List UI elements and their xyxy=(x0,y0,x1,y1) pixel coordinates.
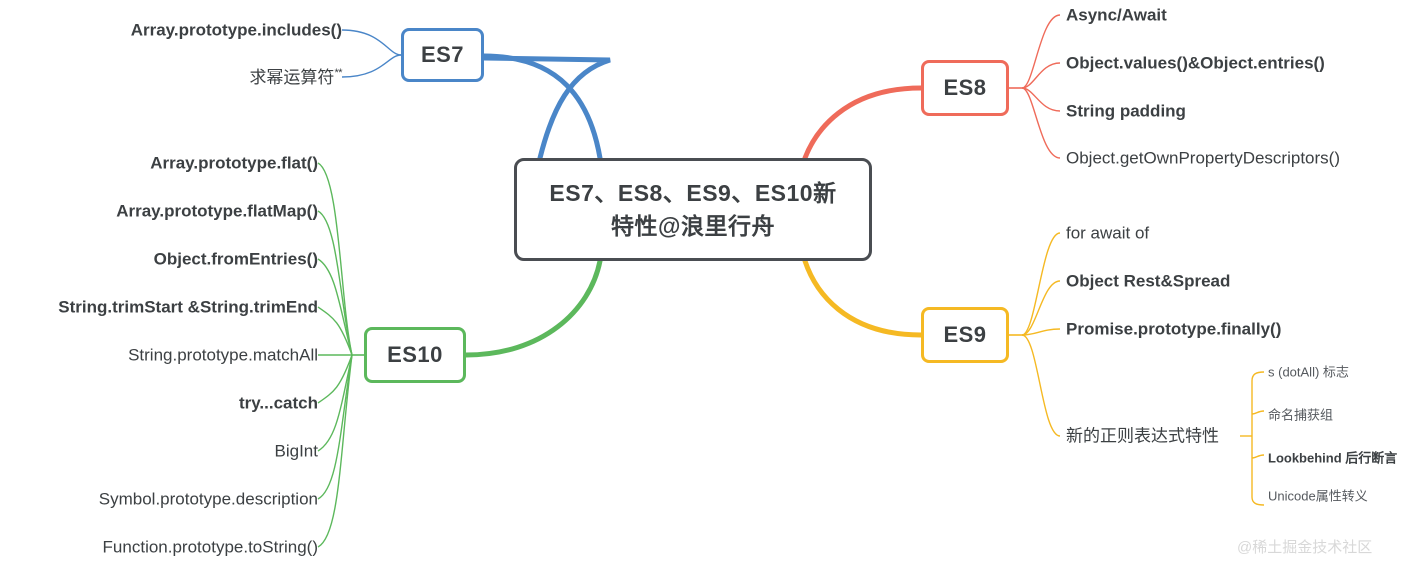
leaf-es8-3[interactable]: Object.getOwnPropertyDescriptors() xyxy=(1066,148,1340,168)
leaf-es9-3[interactable]: 新的正则表达式特性 xyxy=(1066,426,1219,446)
leaf-es9-0[interactable]: for await of xyxy=(1066,223,1150,243)
leaf-es10-6[interactable]: BigInt xyxy=(274,441,318,461)
leaf-es10-4[interactable]: String.prototype.matchAll xyxy=(128,345,318,365)
subleaf-es9-regex-0[interactable]: s (dotAll) 标志 xyxy=(1268,364,1349,380)
leaf-es10-7[interactable]: Symbol.prototype.description xyxy=(98,489,318,509)
leaf-es10-2[interactable]: Object.fromEntries() xyxy=(153,249,318,269)
branch-node-es10[interactable]: ES10 xyxy=(364,327,466,383)
leaf-es10-0[interactable]: Array.prototype.flat() xyxy=(150,153,318,173)
leaf-es8-0[interactable]: Async/Await xyxy=(1066,5,1167,25)
leaf-es7-1-text: 求幂运算符 xyxy=(249,67,335,87)
leaf-es10-5[interactable]: try...catch xyxy=(238,393,318,413)
branch-node-es8-label: ES8 xyxy=(943,75,987,100)
branch-node-es10-label: ES10 xyxy=(387,342,443,367)
subleaf-es9-regex-1[interactable]: 命名捕获组 xyxy=(1268,407,1334,423)
leaf-es9-1[interactable]: Object Rest&Spread xyxy=(1066,271,1231,291)
leaf-es7-1[interactable]: 求幂运算符** xyxy=(249,68,342,86)
branch-node-es9[interactable]: ES9 xyxy=(921,307,1009,363)
branch-node-es7[interactable]: ES7 xyxy=(401,28,484,82)
leaf-es8-1[interactable]: Object.values()&Object.entries() xyxy=(1066,53,1325,73)
leaf-es7-1-suffix: ** xyxy=(334,67,342,80)
watermark: @稀土掘金技术社区 xyxy=(1237,539,1373,556)
leaf-es10-3[interactable]: String.trimStart &String.trimEnd xyxy=(58,297,318,317)
central-node[interactable]: ES7、ES8、ES9、ES10新 特性@浪里行舟 xyxy=(514,158,872,261)
branch-node-es7-label: ES7 xyxy=(420,42,465,67)
leaf-es10-1[interactable]: Array.prototype.flatMap() xyxy=(116,201,318,221)
leaf-es7-0[interactable]: Array.prototype.includes() xyxy=(130,20,342,40)
central-node-line1: ES7、ES8、ES9、ES10新 xyxy=(549,179,837,206)
branch-node-es8[interactable]: ES8 xyxy=(921,60,1009,116)
subleaf-es9-regex-2[interactable]: Lookbehind 后行断言 xyxy=(1268,450,1398,466)
leaf-es8-2[interactable]: String padding xyxy=(1066,101,1186,121)
leaf-es9-2[interactable]: Promise.prototype.finally() xyxy=(1066,319,1282,339)
branch-node-es9-label: ES9 xyxy=(943,322,987,347)
subleaf-es9-regex-3[interactable]: Unicode属性转义 xyxy=(1268,488,1368,504)
leaf-es10-8[interactable]: Function.prototype.toString() xyxy=(102,537,318,557)
central-node-line2: 特性@浪里行舟 xyxy=(611,212,775,239)
